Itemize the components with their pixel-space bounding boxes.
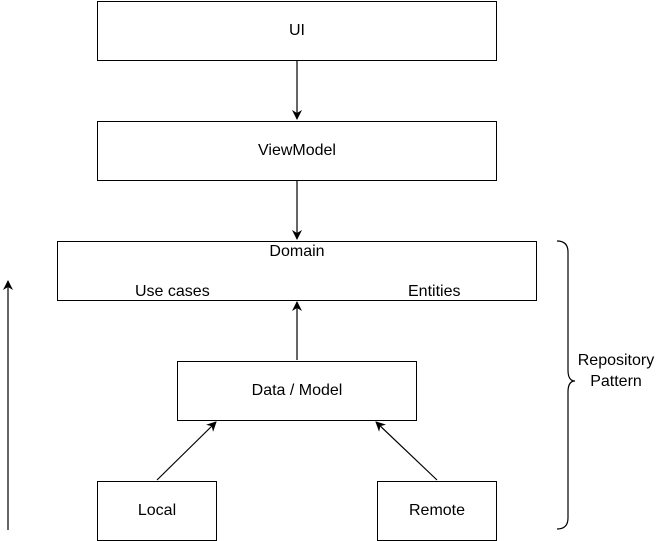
- ui-box-label: UI: [289, 22, 305, 39]
- ui-box: UI: [97, 1, 497, 61]
- viewmodel-box-label: ViewModel: [258, 142, 336, 159]
- entities-label: Entities: [408, 283, 461, 300]
- repository-pattern-line1: Repository: [577, 352, 655, 369]
- domain-box: Domain Use cases Entities: [57, 241, 537, 301]
- remote-box: Remote: [377, 481, 497, 541]
- local-box: Local: [97, 481, 217, 541]
- use-cases-label: Use cases: [135, 283, 210, 300]
- arrow-remote-to-data-model: [375, 421, 438, 481]
- repository-pattern-line2: Pattern: [590, 373, 642, 390]
- data-model-box: Data / Model: [177, 361, 417, 421]
- repository-pattern-brace: [556, 240, 576, 530]
- arrow-local-to-data-model: [156, 421, 217, 481]
- viewmodel-box: ViewModel: [97, 121, 497, 181]
- local-box-label: Local: [137, 502, 177, 519]
- data-model-box-label: Data / Model: [251, 382, 343, 399]
- remote-box-label: Remote: [408, 502, 466, 519]
- repository-pattern-label: Repository Pattern: [570, 350, 661, 392]
- domain-box-label: Domain: [269, 243, 325, 260]
